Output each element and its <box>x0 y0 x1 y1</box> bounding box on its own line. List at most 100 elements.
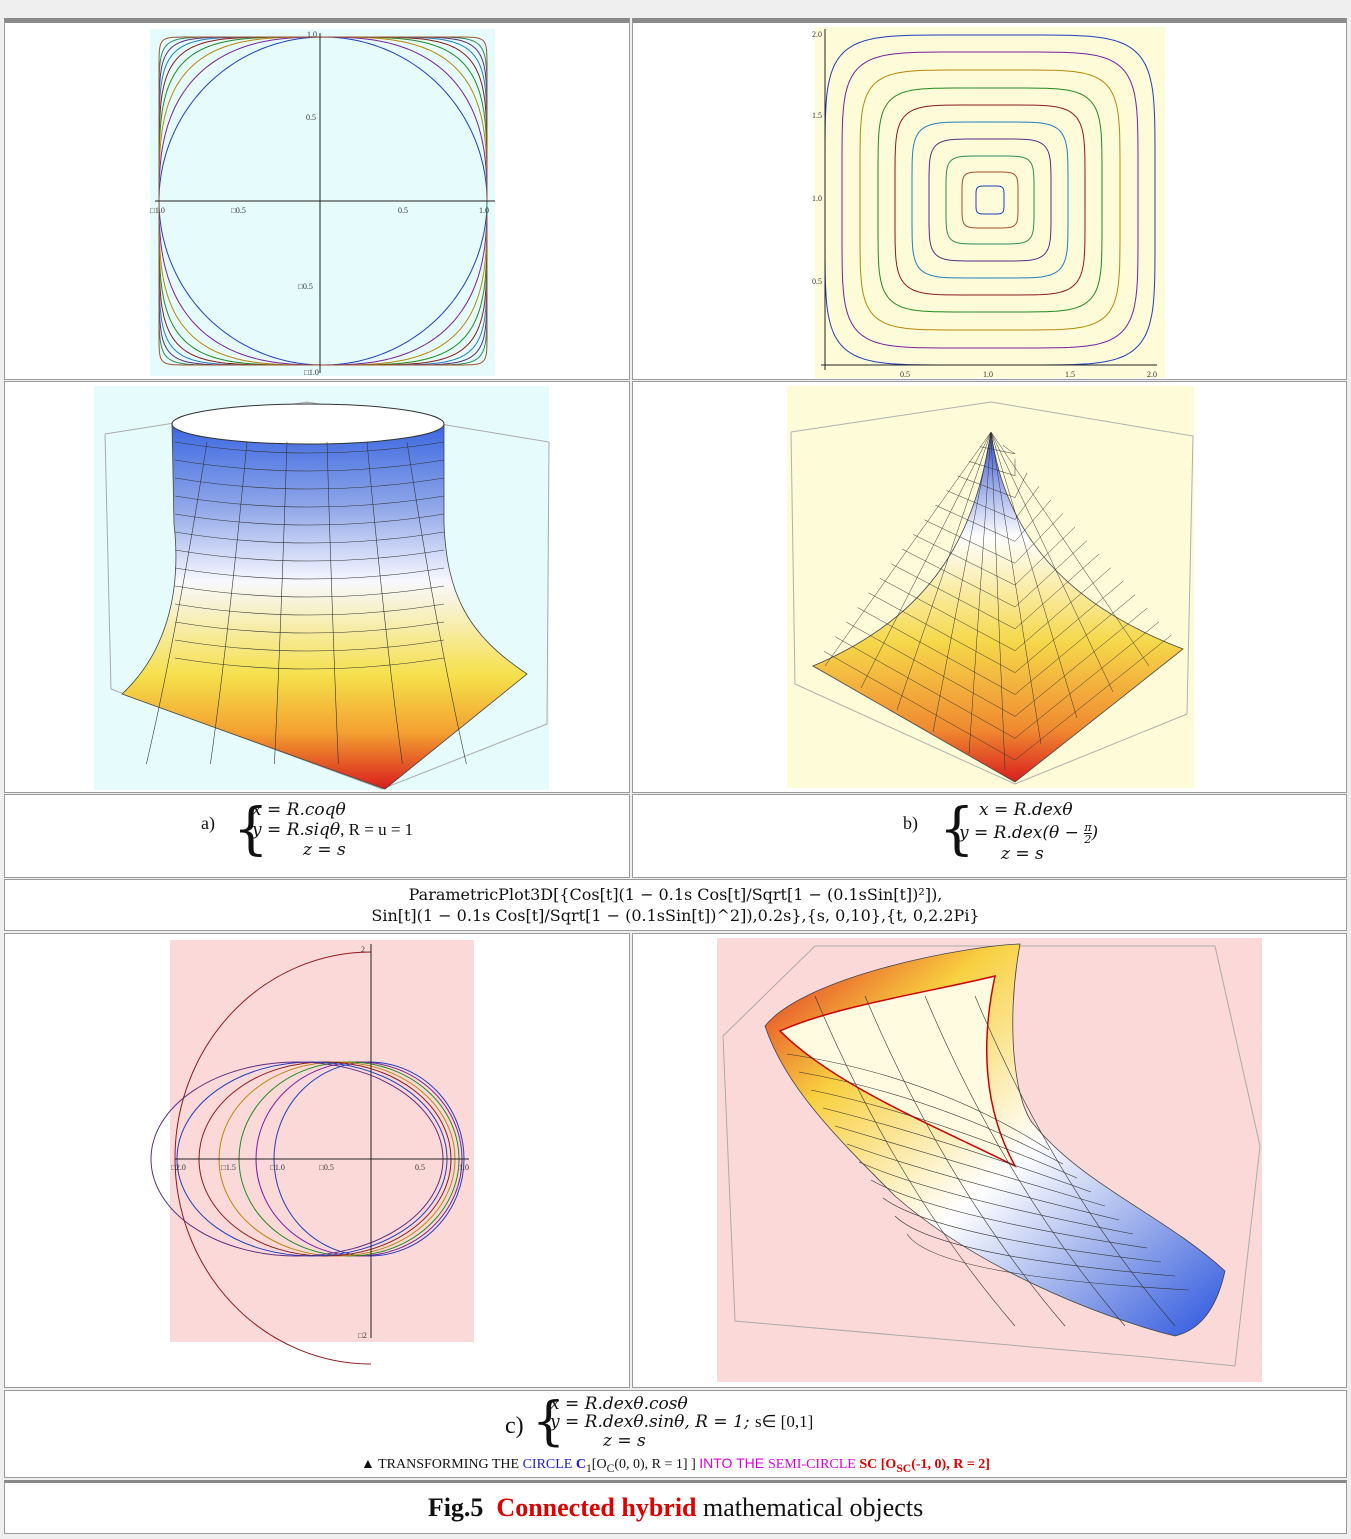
mesh-line <box>957 472 1028 498</box>
mesh-line <box>174 639 445 652</box>
tick-label: 1.5 <box>1065 370 1075 379</box>
code-line-1: ParametricPlot3D[{Cos[t](1 − 0.1s Cos[t]… <box>408 885 943 904</box>
tick-label: 1.0 <box>983 370 993 379</box>
mesh-line <box>990 431 1006 771</box>
cell-formula-c: c) { x = R.dexθ.cosθ y = R.dexθ.sinθ, R … <box>4 1390 1347 1478</box>
mesh-line <box>846 608 1148 717</box>
mesh-line <box>860 431 992 689</box>
nested-curve <box>961 171 1019 229</box>
frac-den: 2 <box>1084 833 1092 846</box>
nested-curve <box>928 138 1052 262</box>
c-symbol: C <box>575 1457 586 1472</box>
caption-rest: mathematical objects <box>703 1493 924 1522</box>
tick-label: 2.0 <box>1147 370 1157 379</box>
brace: { <box>532 1392 566 1452</box>
sc-symbol: SC [O <box>859 1457 897 1472</box>
mesh-line <box>326 441 339 765</box>
into-word: INTO THE <box>699 1455 768 1471</box>
mesh-line <box>946 486 1040 520</box>
c-rest: [O <box>591 1457 607 1472</box>
semi-circle-curve <box>174 951 372 1365</box>
mesh-line <box>864 995 1066 1327</box>
mesh-line <box>990 431 1042 745</box>
tick-label: 0.5 <box>306 113 316 122</box>
mesh-line <box>990 431 1078 719</box>
c-subscript-2: C <box>606 1461 615 1475</box>
formula-a-label: a) <box>201 813 215 833</box>
sc-subscript: SC <box>896 1461 912 1475</box>
plot-b-2d: 2.0 1.5 1.0 0.5 0.5 1.0 1.5 2.0 <box>812 27 1165 379</box>
tick-label: □0.5 <box>231 206 246 215</box>
mesh-line <box>274 441 288 765</box>
cell-plot-c-2d: 2 □2 □2.0 □1.5 □1.0 □0.5 0.5 1.0 <box>4 933 630 1388</box>
circle-word: CIRCLE <box>522 1457 576 1472</box>
nested-curve <box>975 185 1005 215</box>
formula-a-line2: y = R.siqθ <box>252 820 341 840</box>
triangle-icon: ▲ <box>361 1457 375 1472</box>
brace: { <box>233 797 269 862</box>
c-rest-2: (0, 0), R = 1] ] <box>614 1457 700 1472</box>
mesh-line <box>932 431 992 733</box>
cell-plot-b-2d: 2.0 1.5 1.0 0.5 0.5 1.0 1.5 2.0 <box>632 18 1347 380</box>
surface-a-3d <box>94 386 550 790</box>
mesh-line <box>990 431 1114 693</box>
mesh-line <box>798 1071 1064 1165</box>
brace: { <box>939 797 975 862</box>
tick-label: □1.0 <box>150 206 165 215</box>
sc-rest: (-1, 0), R = 2] <box>911 1457 990 1472</box>
figure-number: Fig.5 <box>427 1493 484 1522</box>
mesh-line <box>882 1197 1162 1263</box>
tick-label: 1.0 <box>307 30 317 39</box>
mesh-line <box>896 431 992 711</box>
tick-label: 0.5 <box>900 370 910 379</box>
mesh-line <box>406 441 467 765</box>
mesh-line <box>814 995 1016 1327</box>
cell-surface-c-3d <box>632 933 1347 1388</box>
tick-label: □2.0 <box>171 1163 186 1172</box>
mesh-line <box>935 499 1052 542</box>
mesh-line <box>890 553 1100 630</box>
plot-a-2d: 1.0 0.5 □0.5 □1.0 □1.0 □0.5 0.5 1.0 <box>150 29 495 377</box>
tick-label: 2 <box>361 945 365 954</box>
surface-c-3d <box>717 938 1262 1382</box>
mesh-line <box>868 580 1124 673</box>
mesh-line <box>879 567 1112 652</box>
mesh-line <box>906 1233 1190 1291</box>
mesh-line <box>870 1179 1148 1249</box>
mesh-line <box>990 431 1150 667</box>
mesh-line <box>174 585 445 598</box>
mesh-line <box>924 513 1064 564</box>
mesh-line <box>366 441 403 765</box>
formula-b-line2a: y = R.dex(θ − <box>959 823 1079 843</box>
tick-label: □1.0 <box>304 368 319 377</box>
formula-a-line1: x = R.coqθ <box>252 800 346 820</box>
cell-surface-a-3d <box>4 381 630 793</box>
mesh-line <box>174 459 445 472</box>
mesh-line <box>846 1143 1120 1221</box>
formula-c-line1: x = R.dexθ.cosθ <box>550 1394 688 1414</box>
transform-line: ▲ TRANSFORMING THE CIRCLE C1[OC(0, 0), R… <box>5 1455 1346 1475</box>
mesh-line <box>913 526 1076 586</box>
c-subscript: 1 <box>585 1461 592 1475</box>
tick-label: □0.5 <box>298 282 313 291</box>
surface-b-3d <box>787 386 1194 788</box>
mesh-line <box>146 441 208 765</box>
formula-b-line3: z = s <box>1001 844 1044 864</box>
tick-label: 0.5 <box>415 1163 425 1172</box>
mesh-line <box>786 1053 1050 1151</box>
nested-curve <box>841 51 1139 349</box>
formula-b-line1: x = R.dexθ <box>979 800 1073 820</box>
cell-plot-a-2d: 1.0 0.5 □0.5 □1.0 □1.0 □0.5 0.5 1.0 <box>4 18 630 380</box>
mesh-line <box>894 1215 1176 1277</box>
mesh-line <box>924 995 1126 1327</box>
plot-c-2d: 2 □2 □2.0 □1.5 □1.0 □0.5 0.5 1.0 <box>150 940 474 1365</box>
tick-label: 1.0 <box>459 1163 469 1172</box>
nested-curve <box>945 155 1035 245</box>
mesh-line <box>857 594 1136 695</box>
mesh-line <box>822 1107 1092 1193</box>
formula-c-line2: y = R.dexθ.sinθ <box>550 1412 685 1432</box>
formula-b-label: b) <box>903 813 918 833</box>
formula-c-line3: z = s <box>603 1431 646 1451</box>
mesh-line <box>810 1089 1078 1179</box>
cell-code: ParametricPlot3D[{Cos[t](1 − 0.1s Cos[t]… <box>4 879 1347 931</box>
